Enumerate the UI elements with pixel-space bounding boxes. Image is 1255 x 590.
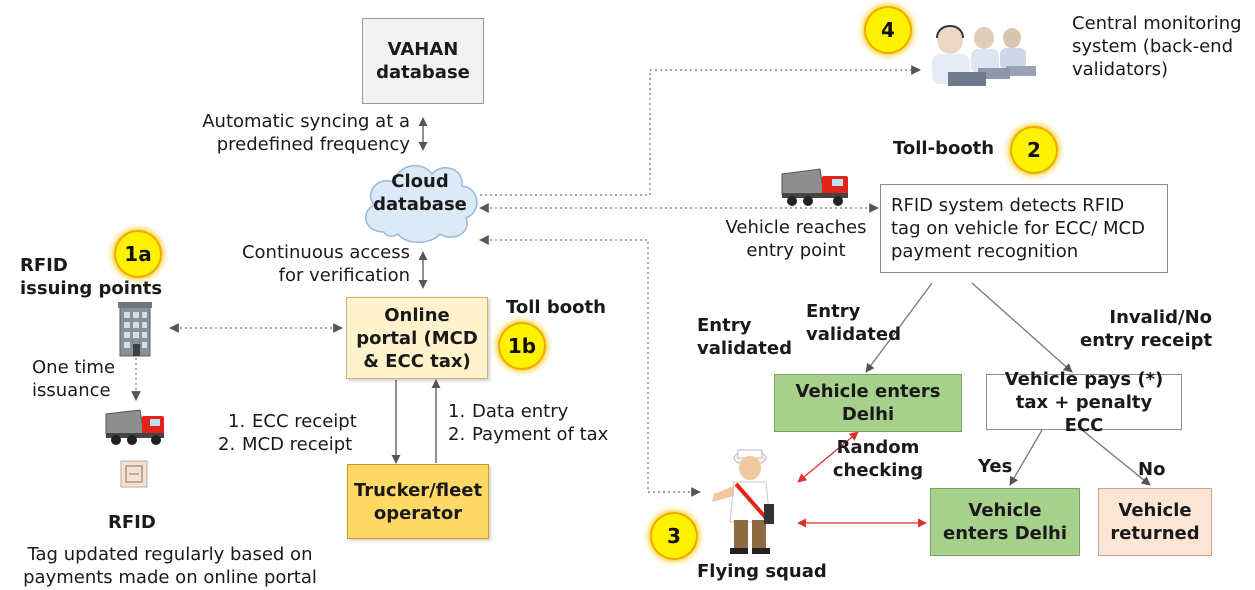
toll-booth-label-2: Toll-booth xyxy=(893,138,995,159)
list-text: ECC receipt xyxy=(252,411,357,432)
central-monitoring-line: system (back-end xyxy=(1072,36,1233,57)
rfid-tag-icon xyxy=(120,460,148,488)
rfid-issuing-line: RFID xyxy=(20,255,68,276)
list-item: 2. MCD receipt xyxy=(218,433,357,456)
rfid-detect-label: RFID system detects RFID tag on vehicle … xyxy=(891,195,1145,262)
list-number: 1. xyxy=(228,411,246,432)
toll-booth-label-1b: Toll booth xyxy=(506,297,606,318)
building-icon xyxy=(114,300,158,358)
sync-label: Automatic syncing at a predefined freque… xyxy=(174,110,410,156)
central-monitoring-line: Central monitoring xyxy=(1072,13,1242,34)
validated-arrow xyxy=(865,282,933,373)
truck-icon xyxy=(104,404,168,448)
no-label: No xyxy=(1138,459,1166,480)
central-monitoring-line: validators) xyxy=(1072,59,1169,80)
vehicle-reaches-line: entry point xyxy=(746,240,846,261)
vehicle-enters-delhi-label: Vehicle enters Delhi xyxy=(943,500,1067,544)
continuous-access-line: for verification xyxy=(278,265,410,286)
cloud-shape xyxy=(364,164,478,243)
online-portal-box: Online portal (MCD & ECC tax) xyxy=(346,297,488,379)
continuous-access-line: Continuous access xyxy=(241,242,410,263)
random-check-arrow-1 xyxy=(797,431,859,483)
truck-icon xyxy=(780,164,852,210)
vehicle-pays-box: Vehicle pays (*) tax + penalty ECC xyxy=(986,369,1182,436)
tag-updated-line: payments made on online portal xyxy=(23,567,317,588)
invalid-label: Invalid/No entry receipt xyxy=(1080,306,1212,352)
vehicle-enters-delhi-label: Vehicle enters Delhi xyxy=(795,381,941,425)
vehicle-returned-box: Vehicle returned xyxy=(1098,488,1212,556)
vehicle-pays-label: Vehicle pays (*) tax + penalty ECC xyxy=(1004,368,1164,436)
cloud-database: Cloud database xyxy=(356,150,484,250)
entry-validated-right-label: Entry validated xyxy=(806,300,901,346)
call-center-icon xyxy=(926,14,1042,88)
vehicle-reaches-label: Vehicle reaches entry point xyxy=(716,216,876,262)
entry-validated-line: validated xyxy=(806,324,901,345)
vehicle-enters-delhi-box-1: Vehicle enters Delhi xyxy=(774,374,962,432)
invalid-arrow xyxy=(971,282,1073,373)
central-monitoring-label: Central monitoring system (back-end vali… xyxy=(1072,12,1242,81)
entry-validated-left-label: Entry validated xyxy=(697,314,792,360)
step-badge-4: 4 xyxy=(866,8,910,52)
step-badge-3: 3 xyxy=(652,514,696,558)
list-number: 2. xyxy=(218,434,236,455)
continuous-access-label: Continuous access for verification xyxy=(206,241,410,287)
cloud-database-label: Cloud database xyxy=(373,171,467,215)
vahan-database-label: VAHAN database xyxy=(376,39,470,83)
one-time-line: issuance xyxy=(32,380,111,401)
vahan-database-box: VAHAN database xyxy=(362,18,484,104)
online-portal-label: Online portal (MCD & ECC tax) xyxy=(356,304,478,372)
flying-squad-label: Flying squad xyxy=(697,561,827,582)
random-checking-label: Random checking xyxy=(826,436,930,482)
entry-validated-line: validated xyxy=(697,338,792,359)
invalid-line: entry receipt xyxy=(1080,330,1213,351)
vehicle-returned-label: Vehicle returned xyxy=(1110,500,1200,544)
one-time-issuance-label: One time issuance xyxy=(32,356,115,402)
traffic-officer-icon xyxy=(704,444,790,558)
entry-validated-line: Entry xyxy=(806,301,861,322)
sync-label-line: Automatic syncing at a xyxy=(202,111,410,132)
step-badge-1b: 1b xyxy=(500,324,544,368)
list-item: 2. Payment of tax xyxy=(448,423,608,446)
yes-arrow xyxy=(1009,429,1043,486)
tag-updated-label: Tag updated regularly based on payments … xyxy=(8,543,332,589)
one-time-line: One time xyxy=(32,357,116,378)
no-arrow xyxy=(1081,429,1151,486)
receipts-list: 1. ECC receipt 2. MCD receipt xyxy=(218,410,357,456)
random-checking-line: checking xyxy=(832,460,924,481)
list-number: 2. xyxy=(448,424,466,445)
list-number: 1. xyxy=(448,401,466,422)
rfid-label: RFID xyxy=(108,512,156,533)
entries-list: 1. Data entry 2. Payment of tax xyxy=(448,400,608,446)
list-text: Data entry xyxy=(472,401,569,422)
vehicle-enters-delhi-box-2: Vehicle enters Delhi xyxy=(930,488,1080,556)
step-badge-2: 2 xyxy=(1012,128,1056,172)
tag-updated-line: Tag updated regularly based on xyxy=(27,544,313,565)
list-item: 1. ECC receipt xyxy=(218,410,357,433)
list-item: 1. Data entry xyxy=(448,400,608,423)
invalid-line: Invalid/No xyxy=(1109,307,1212,328)
rfid-issuing-line: issuing points xyxy=(20,278,163,299)
cloud-squad-link xyxy=(479,235,701,497)
step-badge-1a: 1a xyxy=(116,232,160,276)
rfid-issuing-points-label: RFID issuing points xyxy=(20,254,162,300)
trucker-box: Trucker/fleet operator xyxy=(347,464,489,539)
random-checking-line: Random xyxy=(836,437,920,458)
vehicle-reaches-line: Vehicle reaches xyxy=(725,217,867,238)
list-text: Payment of tax xyxy=(472,424,609,445)
cloud-monitor-link xyxy=(480,65,921,196)
list-text: MCD receipt xyxy=(242,434,353,455)
entry-validated-line: Entry xyxy=(697,315,752,336)
sync-label-line: predefined frequency xyxy=(216,134,410,155)
rfid-detect-box: RFID system detects RFID tag on vehicle … xyxy=(880,184,1168,273)
trucker-label: Trucker/fleet operator xyxy=(353,479,483,524)
yes-label: Yes xyxy=(978,456,1013,477)
